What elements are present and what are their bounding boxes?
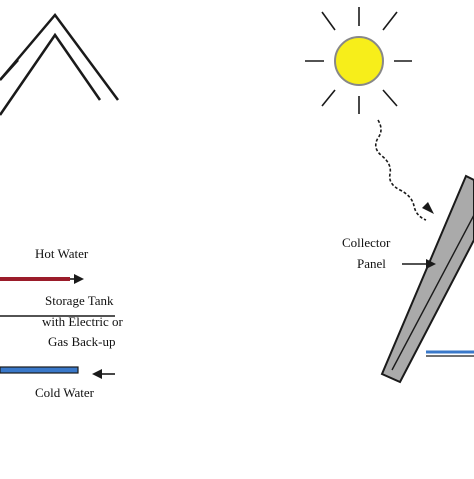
cold-water-label: Cold Water: [35, 385, 95, 400]
storage-tank-label-line2: with Electric or: [42, 314, 124, 329]
hot-water-pipe: [0, 274, 84, 284]
sun-icon: [305, 7, 412, 114]
collector-panel-arrow: [402, 259, 436, 269]
storage-tank-label-line1: Storage Tank: [45, 293, 114, 308]
storage-tank-label-line3: Gas Back-up: [48, 334, 116, 349]
hot-water-label: Hot Water: [35, 246, 89, 261]
sunlight-ray-arrow: [374, 119, 434, 221]
collector-panel-label-line2: Panel: [357, 256, 386, 271]
cold-water-pipe: [0, 366, 79, 374]
collector-panel-label-line1: Collector: [342, 235, 391, 250]
cold-water-arrow: [92, 369, 115, 379]
house-roof: [0, 12, 120, 116]
collector-panel: [380, 174, 474, 384]
